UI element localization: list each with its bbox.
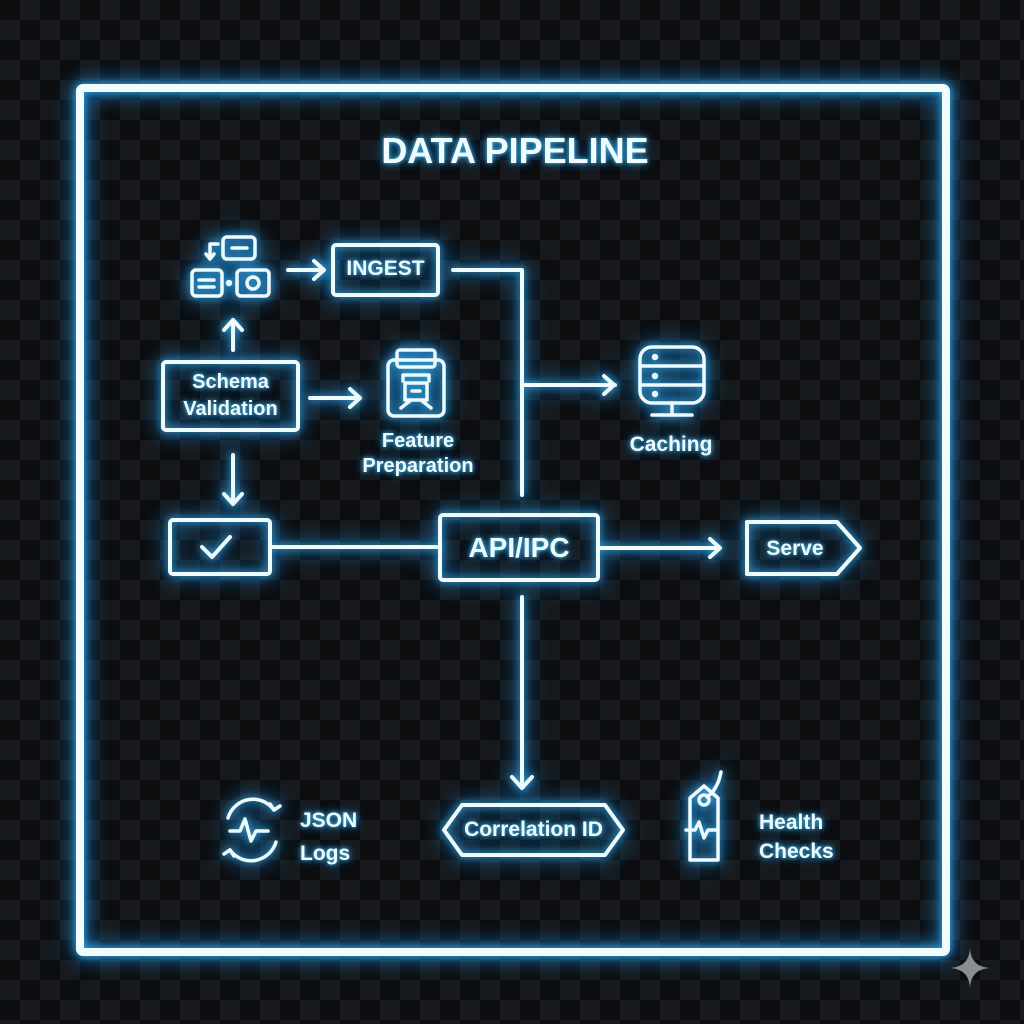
feature-label-line2: Preparation — [362, 455, 474, 477]
schema-label-line2: Validation — [183, 398, 278, 420]
serve-box — [745, 520, 862, 576]
page-title: DATA PIPELINE — [381, 130, 649, 171]
api-ipc-label: API/IPC — [468, 532, 570, 563]
sparkle-icon — [950, 948, 990, 988]
health-checks-label: Health Checks — [759, 808, 834, 866]
schema-label-line1: Schema — [192, 371, 269, 393]
arrow-to-serve — [598, 537, 722, 559]
feature-preparation-label: Feature Preparation — [348, 429, 488, 479]
schema-validation-label: Schema Validation — [163, 369, 298, 423]
feature-label-line1: Feature — [381, 430, 455, 452]
arrow-to-correlation — [510, 595, 534, 790]
arrow-to-feature — [308, 387, 362, 409]
schema-validation-box — [161, 360, 300, 432]
caching-label: Caching — [629, 433, 713, 456]
serve-label: Serve — [766, 537, 824, 560]
json-logs-line2: Logs — [300, 842, 351, 865]
health-tag-icon — [684, 770, 723, 862]
frame — [76, 84, 950, 956]
arrow-to-caching — [520, 374, 617, 396]
correlation-id-label: Correlation ID — [464, 818, 603, 841]
correlation-id-box — [442, 803, 625, 857]
health-checks-line2: Checks — [759, 840, 834, 863]
api-ipc-box — [438, 513, 600, 582]
connector-ingest-api — [451, 268, 524, 497]
json-logs-label: JSON Logs — [300, 804, 357, 870]
json-logs-line1: JSON — [300, 809, 358, 832]
data-flow-icon — [190, 235, 271, 298]
arrow-schema-down — [222, 453, 244, 506]
ingest-label: INGEST — [346, 257, 425, 280]
ingest-box — [331, 243, 440, 297]
feature-preparation-icon — [386, 348, 446, 418]
check-icon — [200, 535, 232, 559]
arrow-schema-up — [222, 318, 244, 352]
health-checks-line1: Health — [759, 811, 824, 834]
database-icon — [638, 345, 706, 417]
json-logs-icon — [222, 797, 282, 863]
arrow-icon-to-ingest — [286, 259, 326, 281]
